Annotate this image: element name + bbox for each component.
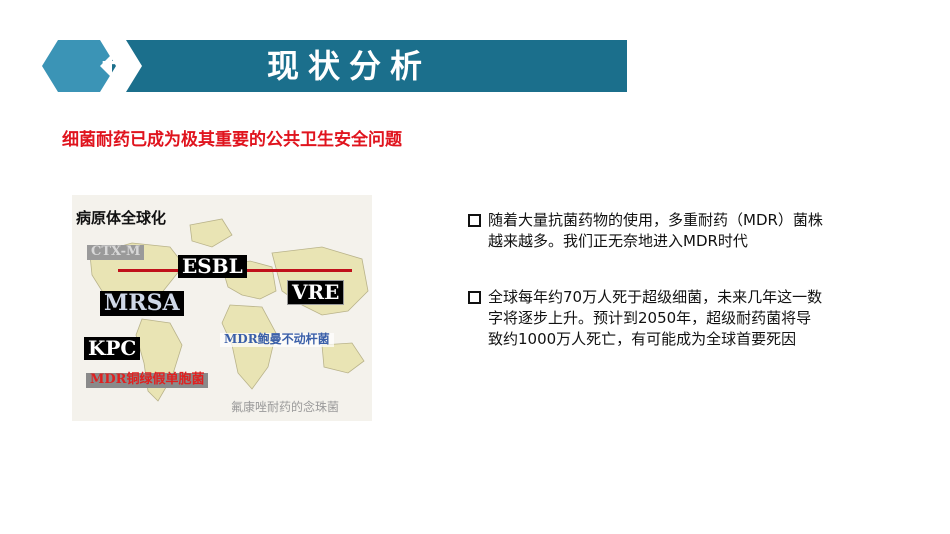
label-mdr-baumannii: MDR鲍曼不动杆菌: [220, 332, 334, 347]
bullet-text: 随着大量抗菌药物的使用，多重耐药（MDR）菌株越来越多。我们正无奈地进入MDR时…: [488, 211, 823, 250]
label-kpc: KPC: [84, 337, 141, 360]
world-map-figure: 病原体全球化 CTX-M ESBL VRE MRSA KPC MDR鲍曼不动杆菌…: [72, 195, 372, 421]
label-esbl: ESBL: [178, 255, 247, 278]
subtitle: 细菌耐药已成为极其重要的公共卫生安全问题: [62, 130, 402, 150]
square-bullet-icon: [468, 214, 481, 227]
page-title: 现状分析: [267, 47, 432, 85]
bullet-list: 随着大量抗菌药物的使用，多重耐药（MDR）菌株越来越多。我们正无奈地进入MDR时…: [468, 210, 823, 350]
section-number: 一: [101, 50, 128, 80]
label-ctx-m: CTX-M: [87, 244, 145, 260]
label-mrsa: MRSA: [100, 290, 184, 317]
label-mdr-pseudomonas: MDR铜绿假单胞菌: [86, 372, 209, 388]
label-vre: VRE: [287, 280, 345, 305]
bullet-item: 随着大量抗菌药物的使用，多重耐药（MDR）菌株越来越多。我们正无奈地进入MDR时…: [468, 210, 823, 252]
square-bullet-icon: [468, 291, 481, 304]
bullet-text: 全球每年约70万人死于超级细菌，未来几年这一数字将逐步上升。预计到2050年，超…: [488, 288, 823, 348]
section-banner: 一 现状分析: [42, 40, 627, 92]
banner-shape: [42, 40, 627, 92]
bullet-item: 全球每年约70万人死于超级细菌，未来几年这一数字将逐步上升。预计到2050年，超…: [468, 287, 823, 350]
label-fluconazole-candida: 氟康唑耐药的念珠菌: [231, 400, 340, 414]
figure-title: 病原体全球化: [76, 209, 167, 227]
